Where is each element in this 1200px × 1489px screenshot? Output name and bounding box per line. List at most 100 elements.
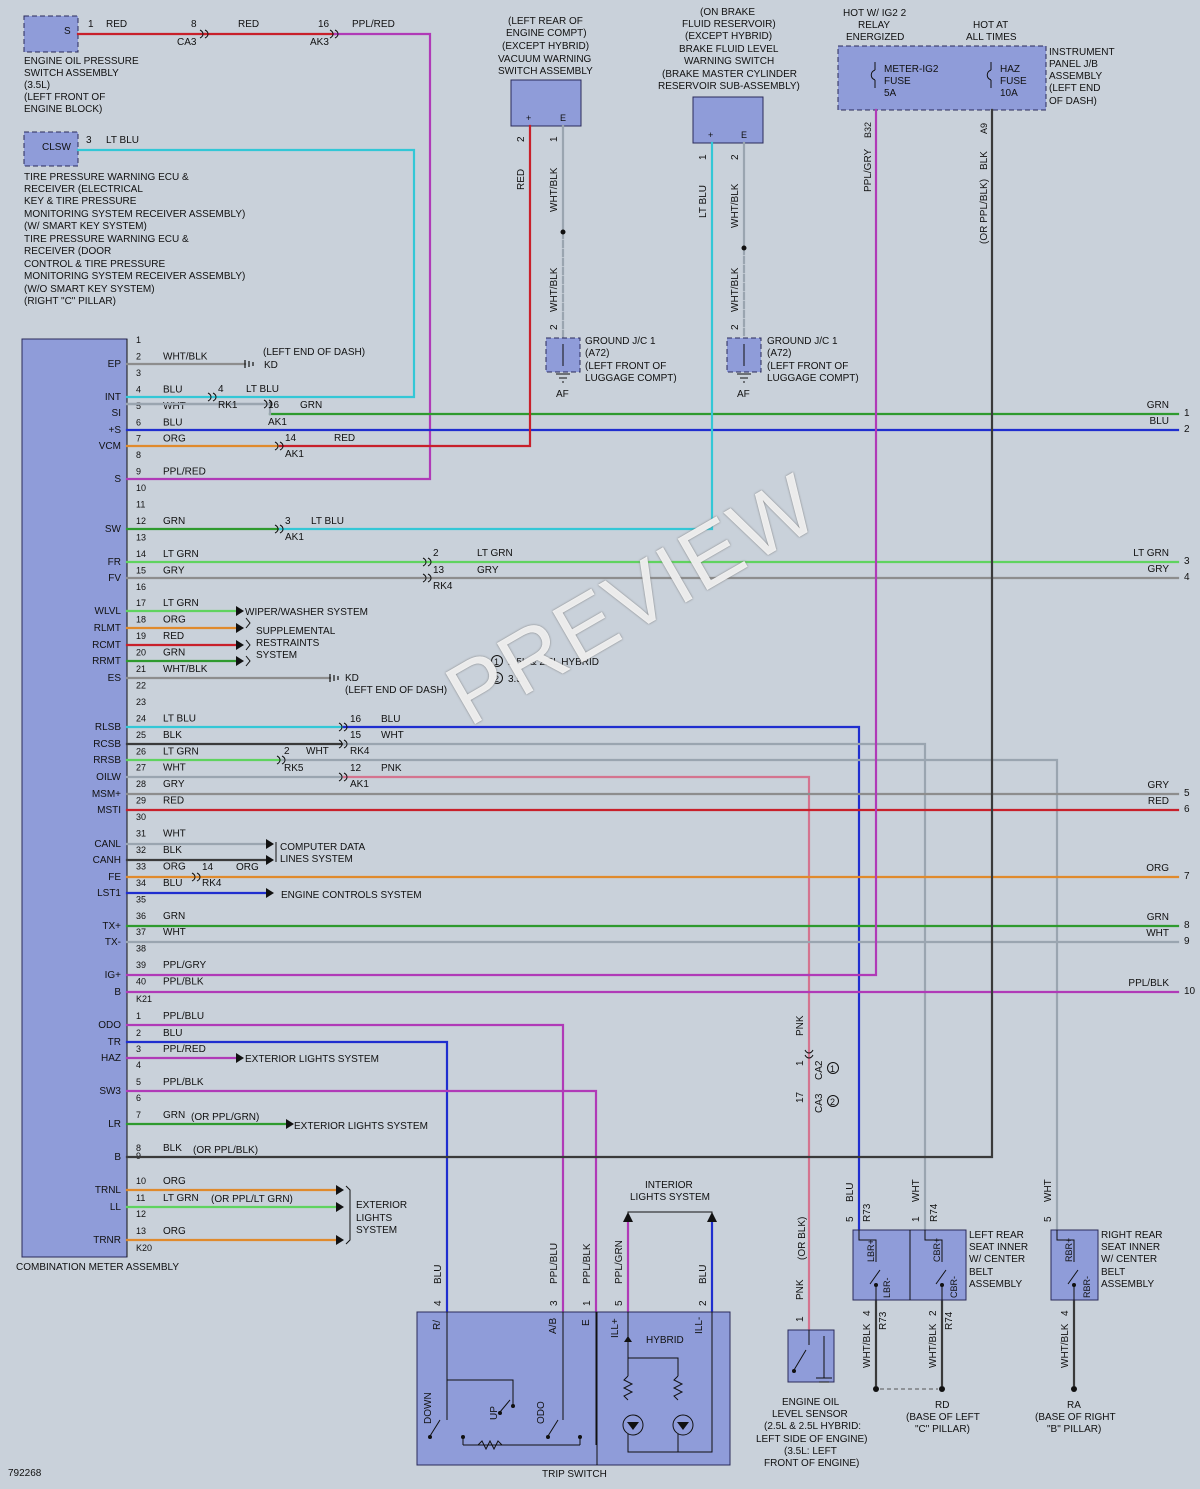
svg-text:RK4: RK4 xyxy=(433,581,453,592)
svg-text:RED: RED xyxy=(106,19,127,30)
svg-text:SYSTEM: SYSTEM xyxy=(256,650,297,661)
k21-pin-row: 8 xyxy=(136,450,141,460)
pin-number: 37 xyxy=(136,927,146,937)
pin-wire-color: ORG xyxy=(163,434,186,445)
svg-text:GRY: GRY xyxy=(477,565,499,576)
left-rear-belt-switch: LBR+ LBR- CBR+ CBR- LEFT REAR SEAT INNER… xyxy=(852,1229,1028,1301)
oil-pressure-switch-box xyxy=(23,15,79,53)
svg-text:TIRE PRESSURE WARNING ECU &: TIRE PRESSURE WARNING ECU & xyxy=(24,234,189,245)
k21-pin-row: 16 xyxy=(136,582,146,592)
svg-text:RA: RA xyxy=(1067,1400,1081,1411)
right-wire-color: RED xyxy=(1148,796,1169,807)
pin-signal: LL xyxy=(110,1202,122,1213)
pin-signal: LST1 xyxy=(97,888,121,899)
brake-fluid-switch-box xyxy=(692,96,764,144)
svg-text:PNK: PNK xyxy=(795,1279,806,1300)
pin-number: 11 xyxy=(136,500,145,510)
svg-text:17: 17 xyxy=(795,1091,806,1103)
svg-text:RESERVOIR SUB-ASSEMBLY): RESERVOIR SUB-ASSEMBLY) xyxy=(658,81,800,92)
svg-text:(W/O SMART KEY SYSTEM): (W/O SMART KEY SYSTEM) xyxy=(24,284,155,295)
svg-text:(LEFT END OF DASH): (LEFT END OF DASH) xyxy=(345,685,447,696)
svg-text:WHT/BLK: WHT/BLK xyxy=(549,267,560,312)
pin-number: 28 xyxy=(136,779,146,789)
pin-number: 21 xyxy=(136,664,146,674)
svg-text:2: 2 xyxy=(284,746,290,757)
right-wire-number: 2 xyxy=(1184,424,1190,435)
svg-text:(BRAKE MASTER CYLINDER: (BRAKE MASTER CYLINDER xyxy=(662,69,797,80)
svg-text:E: E xyxy=(741,130,747,140)
figure-number: 792268 xyxy=(8,1468,42,1479)
svg-text:PPL/BLU: PPL/BLU xyxy=(549,1243,560,1284)
svg-text:WHT/BLK: WHT/BLK xyxy=(1060,1323,1071,1368)
pin-wire-color: LT GRN xyxy=(163,1193,199,1204)
pin-signal: S xyxy=(114,474,121,485)
svg-text:PNK: PNK xyxy=(381,763,402,774)
svg-text:TRIP SWITCH: TRIP SWITCH xyxy=(542,1469,607,1480)
pin-number: 16 xyxy=(136,582,146,592)
pin-number: 31 xyxy=(136,829,146,839)
svg-text:KEY & TIRE PRESSURE: KEY & TIRE PRESSURE xyxy=(24,196,137,207)
svg-text:BLU: BLU xyxy=(845,1183,856,1202)
svg-text:3.5L: 3.5L xyxy=(508,674,528,685)
svg-text:RED: RED xyxy=(238,19,259,30)
svg-text:5: 5 xyxy=(614,1300,625,1306)
svg-text:R74: R74 xyxy=(944,1311,955,1330)
kd-ground-2: KD (LEFT END OF DASH) xyxy=(329,673,447,696)
svg-text:WHT/BLK: WHT/BLK xyxy=(730,183,741,228)
pin-wire-color: GRN xyxy=(163,648,185,659)
pin-number: 27 xyxy=(136,763,146,773)
svg-text:14: 14 xyxy=(285,433,297,444)
svg-text:HOT AT: HOT AT xyxy=(973,20,1008,31)
pin-signal: B xyxy=(114,987,121,998)
svg-text:COMPUTER DATA: COMPUTER DATA xyxy=(280,842,366,853)
junction-block-label: INSTRUMENT PANEL J/B ASSEMBLY (LEFT END … xyxy=(1049,47,1115,107)
svg-text:AF: AF xyxy=(556,389,569,400)
pin-signal: SI xyxy=(112,408,121,419)
svg-text:AK1: AK1 xyxy=(285,449,304,460)
svg-text:EXTERIOR LIGHTS SYSTEM: EXTERIOR LIGHTS SYSTEM xyxy=(245,1054,379,1065)
svg-text:PPL/GRN: PPL/GRN xyxy=(614,1240,625,1284)
svg-text:LIGHTS SYSTEM: LIGHTS SYSTEM xyxy=(630,1192,710,1203)
svg-text:CA3: CA3 xyxy=(814,1093,825,1113)
svg-text:+: + xyxy=(708,130,713,140)
svg-text:CONTROL & TIRE PRESSURE: CONTROL & TIRE PRESSURE xyxy=(24,259,165,270)
pin-wire-color: RED xyxy=(163,796,184,807)
svg-text:PPL/GRY: PPL/GRY xyxy=(863,149,874,192)
svg-text:2: 2 xyxy=(516,136,527,142)
svg-text:ASSEMBLY: ASSEMBLY xyxy=(969,1279,1022,1290)
svg-text:1: 1 xyxy=(494,657,499,667)
pin-wire-color: PPL/RED xyxy=(163,467,206,478)
svg-text:HYBRID: HYBRID xyxy=(646,1335,684,1346)
pin-number: 11 xyxy=(136,1193,145,1203)
svg-text:ENGINE OIL: ENGINE OIL xyxy=(782,1397,840,1408)
right-wire-color: GRN xyxy=(1147,400,1169,411)
combination-meter-label: COMBINATION METER ASSEMBLY xyxy=(16,1262,179,1273)
connector-k20: K20 xyxy=(136,1243,152,1253)
svg-text:ENGINE OIL PRESSURE: ENGINE OIL PRESSURE xyxy=(24,56,139,67)
tpms-label: TIRE PRESSURE WARNING ECU & RECEIVER (EL… xyxy=(24,172,245,307)
svg-text:LEFT SIDE OF ENGINE): LEFT SIDE OF ENGINE) xyxy=(756,1434,868,1445)
svg-text:(RIGHT "C" PILLAR): (RIGHT "C" PILLAR) xyxy=(24,296,116,307)
pin-wire-color: GRN xyxy=(163,911,185,922)
svg-text:WHT/BLK: WHT/BLK xyxy=(549,167,560,212)
pin-signal: RRMT xyxy=(92,656,121,667)
svg-text:FUSE: FUSE xyxy=(1000,76,1027,87)
pin-wire-color: WHT/BLK xyxy=(163,351,208,362)
svg-text:BLU: BLU xyxy=(698,1265,709,1284)
svg-text:RESTRAINTS: RESTRAINTS xyxy=(256,638,320,649)
pin-number: 8 xyxy=(136,1143,141,1153)
svg-text:3: 3 xyxy=(285,516,291,527)
svg-text:2.5L & 2.5L HYBRID: 2.5L & 2.5L HYBRID xyxy=(508,657,599,668)
svg-text:RD: RD xyxy=(935,1400,949,1411)
right-wire-number: 5 xyxy=(1184,788,1190,799)
